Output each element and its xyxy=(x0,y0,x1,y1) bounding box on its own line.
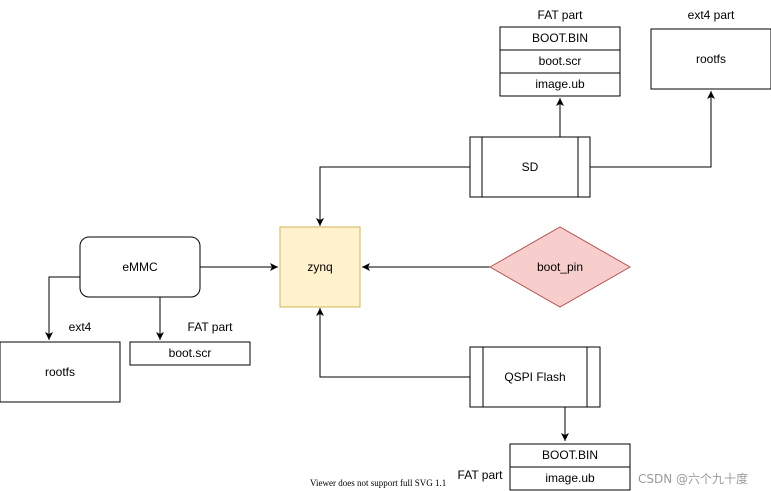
qspi-fat-row-image-ub: image.ub xyxy=(545,471,595,485)
sd-fat-row-image-ub: image.ub xyxy=(535,77,585,91)
sd-ext4-group: ext4 part rootfs xyxy=(650,8,771,90)
sd-ext4-title: ext4 part xyxy=(688,8,735,22)
boot-pin-label: boot_pin xyxy=(537,260,583,274)
sd-node: SD xyxy=(469,136,591,198)
emmc-fat-group: FAT part boot.scr xyxy=(129,320,251,366)
sd-fat-group: FAT part BOOT.BIN boot.scr image.ub xyxy=(499,8,621,97)
emmc-fat-row-boot-scr: boot.scr xyxy=(169,346,212,360)
emmc-label: eMMC xyxy=(122,260,158,274)
edge-emmc-to-rootfs xyxy=(45,276,80,340)
edge-qspi-to-zynq xyxy=(316,308,470,378)
qspi-fat-title: FAT part xyxy=(458,468,504,482)
emmc-ext4-title: ext4 xyxy=(69,320,92,334)
csdn-watermark: CSDN @六个九十度 xyxy=(638,472,749,486)
qspi-label: QSPI Flash xyxy=(504,370,565,384)
zynq-box xyxy=(279,226,361,308)
sd-fat-title: FAT part xyxy=(538,8,584,22)
emmc-fat-title: FAT part xyxy=(188,320,234,334)
connectors xyxy=(45,91,715,441)
edge-sd-to-ext4 xyxy=(590,91,715,168)
sd-fat-row-boot-scr: boot.scr xyxy=(539,54,582,68)
edge-sd-to-zynq xyxy=(316,166,470,226)
emmc-node: eMMC xyxy=(79,236,201,298)
zynq-node: zynq xyxy=(279,226,361,308)
sd-label: SD xyxy=(522,160,539,174)
svg-viewer-notice: Viewer does not support full SVG 1.1 xyxy=(310,478,447,488)
emmc-rootfs-label: rootfs xyxy=(45,365,75,379)
qspi-fat-row-boot-bin: BOOT.BIN xyxy=(542,448,598,462)
zynq-label: zynq xyxy=(307,260,332,274)
emmc-ext4-group: ext4 rootfs xyxy=(0,320,121,403)
sd-rootfs-label: rootfs xyxy=(696,52,726,66)
qspi-fat-group: FAT part BOOT.BIN image.ub xyxy=(458,443,631,491)
boot-pin-node: boot_pin xyxy=(488,226,632,308)
sd-fat-row-boot-bin: BOOT.BIN xyxy=(532,31,588,45)
qspi-node: QSPI Flash xyxy=(469,346,601,408)
